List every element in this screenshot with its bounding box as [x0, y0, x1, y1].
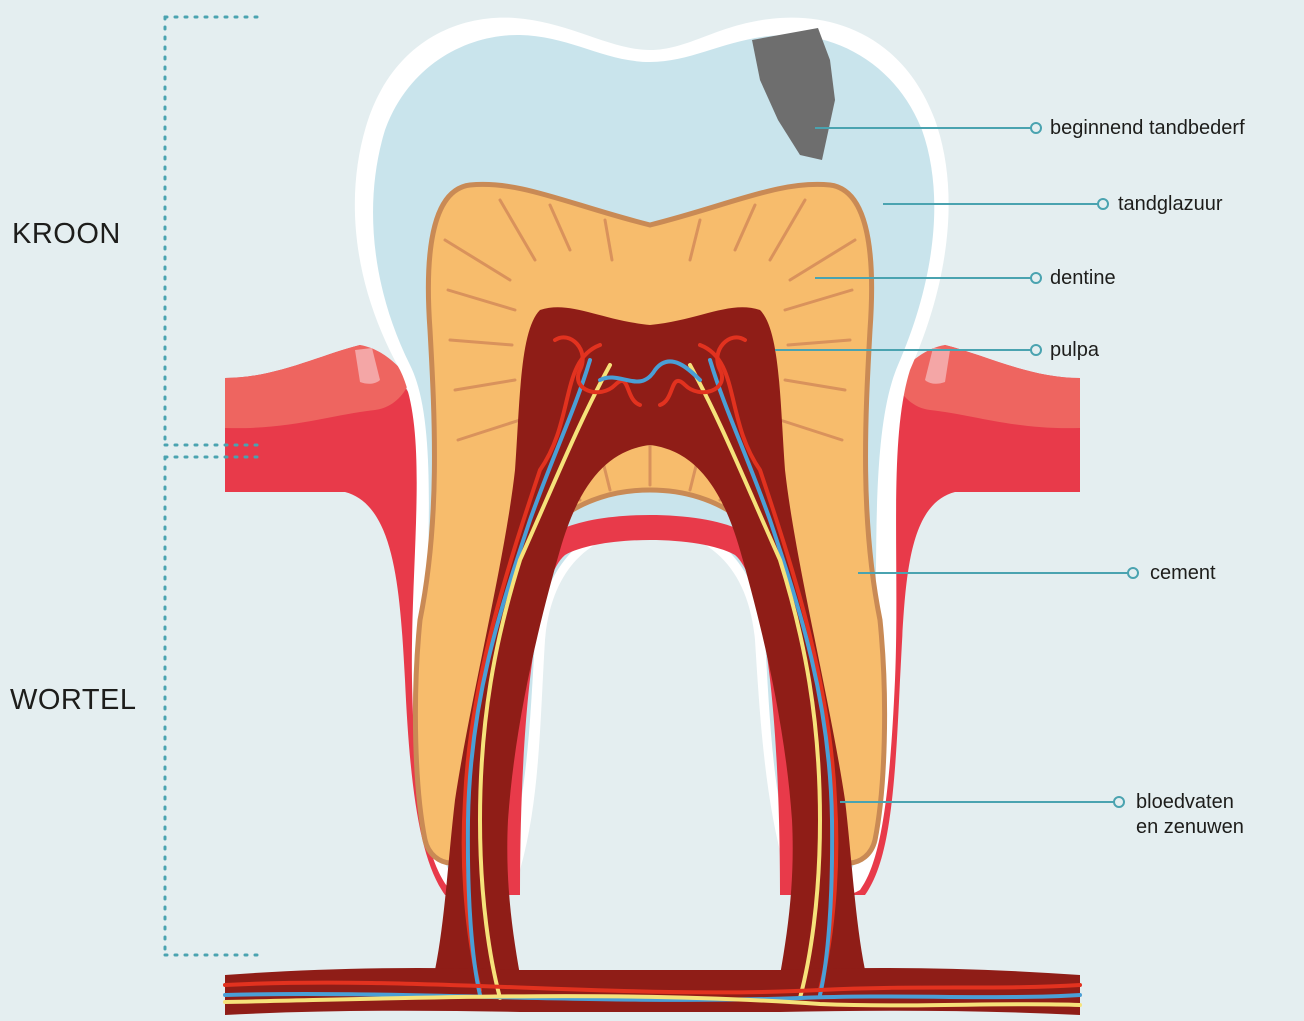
enamel-label: tandglazuur	[1118, 192, 1223, 217]
leader-pulp-dot	[1031, 345, 1041, 355]
leader-vessels-dot	[1114, 797, 1124, 807]
crown-label: KROON	[12, 218, 121, 251]
root-label: WORTEL	[10, 684, 137, 717]
caries-label: beginnend tandbederf	[1050, 116, 1245, 141]
vessels-label: bloedvaten en zenuwen	[1136, 790, 1244, 840]
vessels-label-line1: bloedvaten	[1136, 790, 1244, 815]
leader-enamel-dot	[1098, 199, 1108, 209]
leader-caries-dot	[1031, 123, 1041, 133]
leader-dentine-dot	[1031, 273, 1041, 283]
dentine-label: dentine	[1050, 266, 1116, 291]
pulp-label: pulpa	[1050, 338, 1099, 363]
cementum-label: cement	[1150, 561, 1216, 586]
vessels-label-line2: en zenuwen	[1136, 815, 1244, 840]
leader-cementum-dot	[1128, 568, 1138, 578]
